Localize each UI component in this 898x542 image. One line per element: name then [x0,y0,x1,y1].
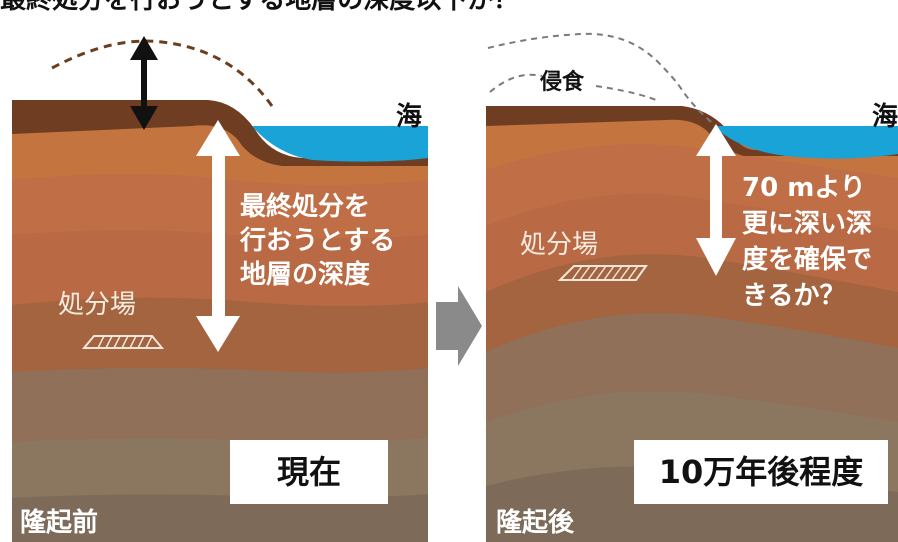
depth-arrow [696,124,736,276]
state-label: 隆起後 [496,508,575,538]
page-title: 最終処分を行おうとする地層の深度以下か？ [0,0,520,15]
topsoil-layer [486,106,898,156]
repository-marker [81,335,165,349]
sea-label: 海 [396,102,423,132]
erosion-label: 侵食 [540,70,585,95]
depth-arrow [196,120,240,352]
depth-label-line: 地層の深度 [240,260,371,290]
sea [252,126,428,162]
left-cross-section [12,30,428,542]
sea-label: 海 [872,102,898,132]
depth-label-line: 最終処分を [240,192,371,222]
right-panel-after-uplift: 侵食 海 70 mより 更に深い深 度を確保で きるか？ 処分場 10万年後程度… [486,30,898,542]
depth-label: 最終処分を 行おうとする 地層の深度 [240,190,395,292]
depth-label-line: 更に深い深 [742,209,873,239]
depth-label-line: 70 mより [742,173,866,203]
time-label-box: 10万年後程度 [634,440,888,504]
repository-label: 処分場 [520,230,599,260]
uplift-amount-arrow [130,36,158,130]
layer-bottom [12,494,428,542]
sea [714,126,898,159]
depth-label-line: きるか？ [742,281,846,311]
repository-marker [557,265,648,281]
depth-label: 70 mより 更に深い深 度を確保で きるか？ [742,170,872,314]
time-label-box: 現在 [230,440,388,504]
topsoil-layer [12,100,428,166]
repository-label: 処分場 [58,290,137,320]
transition-arrow [436,286,482,366]
eroded-outline-dashed [487,32,717,127]
state-label: 隆起前 [20,508,99,538]
depth-label-line: 行おうとする [240,226,396,256]
left-panel-before-uplift: 海 最終処分を 行おうとする 地層の深度 処分場 現在 隆起前 [12,30,428,542]
uplift-outline-dashed [51,39,274,107]
depth-label-line: 度を確保で [742,245,873,275]
